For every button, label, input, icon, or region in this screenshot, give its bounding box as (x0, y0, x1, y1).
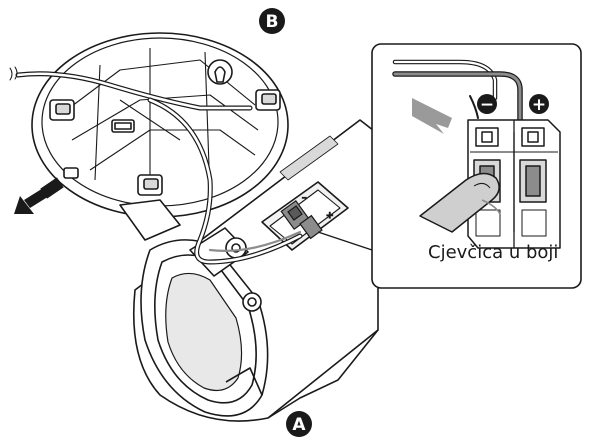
marker-b: B (259, 8, 285, 34)
arrow-remove-icon (14, 177, 64, 214)
marker-a: A (286, 411, 312, 437)
finger-icon (419, 172, 501, 233)
plus-badge: + (529, 94, 549, 115)
terminal-minus-sign: – (302, 193, 307, 203)
minus-sign: − (480, 95, 494, 115)
minus-badge: − (477, 94, 497, 115)
body-terminal: – + (280, 192, 334, 240)
inset-wires (392, 59, 523, 131)
terminal-plus-sign: + (326, 211, 334, 221)
plus-sign: + (532, 95, 546, 115)
marker-b-label: B (266, 12, 279, 32)
terminal-detail-inset: − + Cjevčica u boji (371, 43, 582, 289)
arrow-press-icon (412, 96, 452, 134)
speaker-body (132, 119, 379, 422)
speaker-cable (9, 66, 303, 265)
colored-tube-label: Cjevčica u boji (428, 242, 558, 263)
callout-leader (317, 231, 373, 251)
marker-a-label: A (292, 415, 306, 435)
